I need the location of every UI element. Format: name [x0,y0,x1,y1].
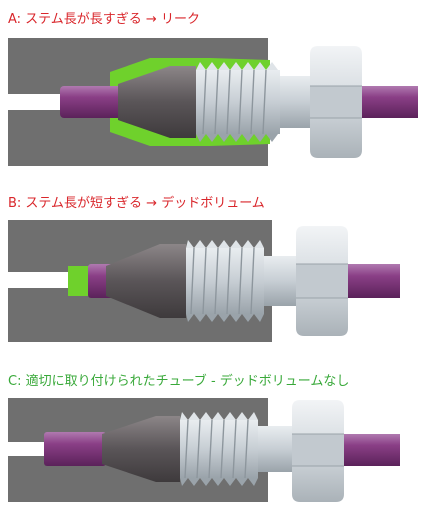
diagram-c-properly-installed [8,398,400,502]
ferrule [106,244,186,318]
port-bore [8,272,68,288]
tubing-exit [344,434,400,466]
caption-c: C: 適切に取り付けられたチューブ - デッドボリュームなし [8,374,350,389]
diagram-b-stem-too-short [8,220,400,342]
port-bore [8,94,68,110]
caption-a: A: ステム長が長すぎる → リーク [8,12,200,27]
threaded-stem [186,240,264,322]
port-bore [8,442,48,456]
ferrule [118,66,196,138]
hex-nut [310,46,362,158]
hex-nut [296,226,348,336]
hex-nut [292,400,344,502]
threaded-stem [180,412,258,486]
tubing [60,86,132,118]
diagram-a-stem-too-long [8,38,418,166]
dead-volume-highlight [68,266,90,296]
tubing-exit [348,264,400,298]
ferrule [102,416,180,482]
tubing [44,432,106,466]
threaded-stem [196,62,280,142]
caption-b: B: ステム長が短すぎる → デッドボリューム [8,196,265,211]
tubing-exit [362,86,418,118]
